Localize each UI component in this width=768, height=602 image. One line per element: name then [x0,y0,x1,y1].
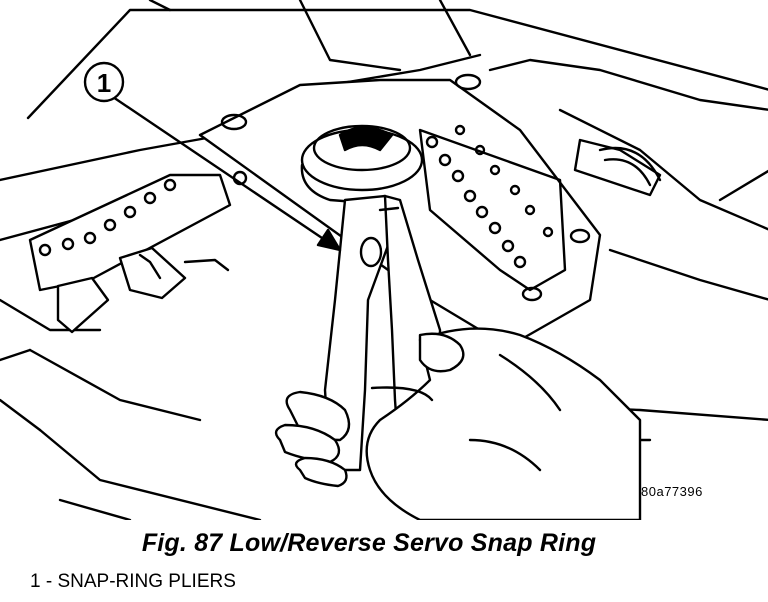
hand [274,327,642,520]
servo-snap-ring [300,124,424,207]
callout-leader-arrow [108,93,342,252]
sensor-connectors [56,246,230,334]
technical-illustration: 1 [0,0,768,520]
wiring-connector [573,138,662,197]
figure-caption: Fig. 87 Low/Reverse Servo Snap Ring [141,529,597,557]
callout-number: 1 [97,68,111,98]
transmission-case-lines [0,0,768,520]
figure-reference-code: 80a77396 [641,484,703,499]
figure-legend: 1 - SNAP-RING PLIERS [30,571,236,592]
callout-bubble [83,61,125,103]
